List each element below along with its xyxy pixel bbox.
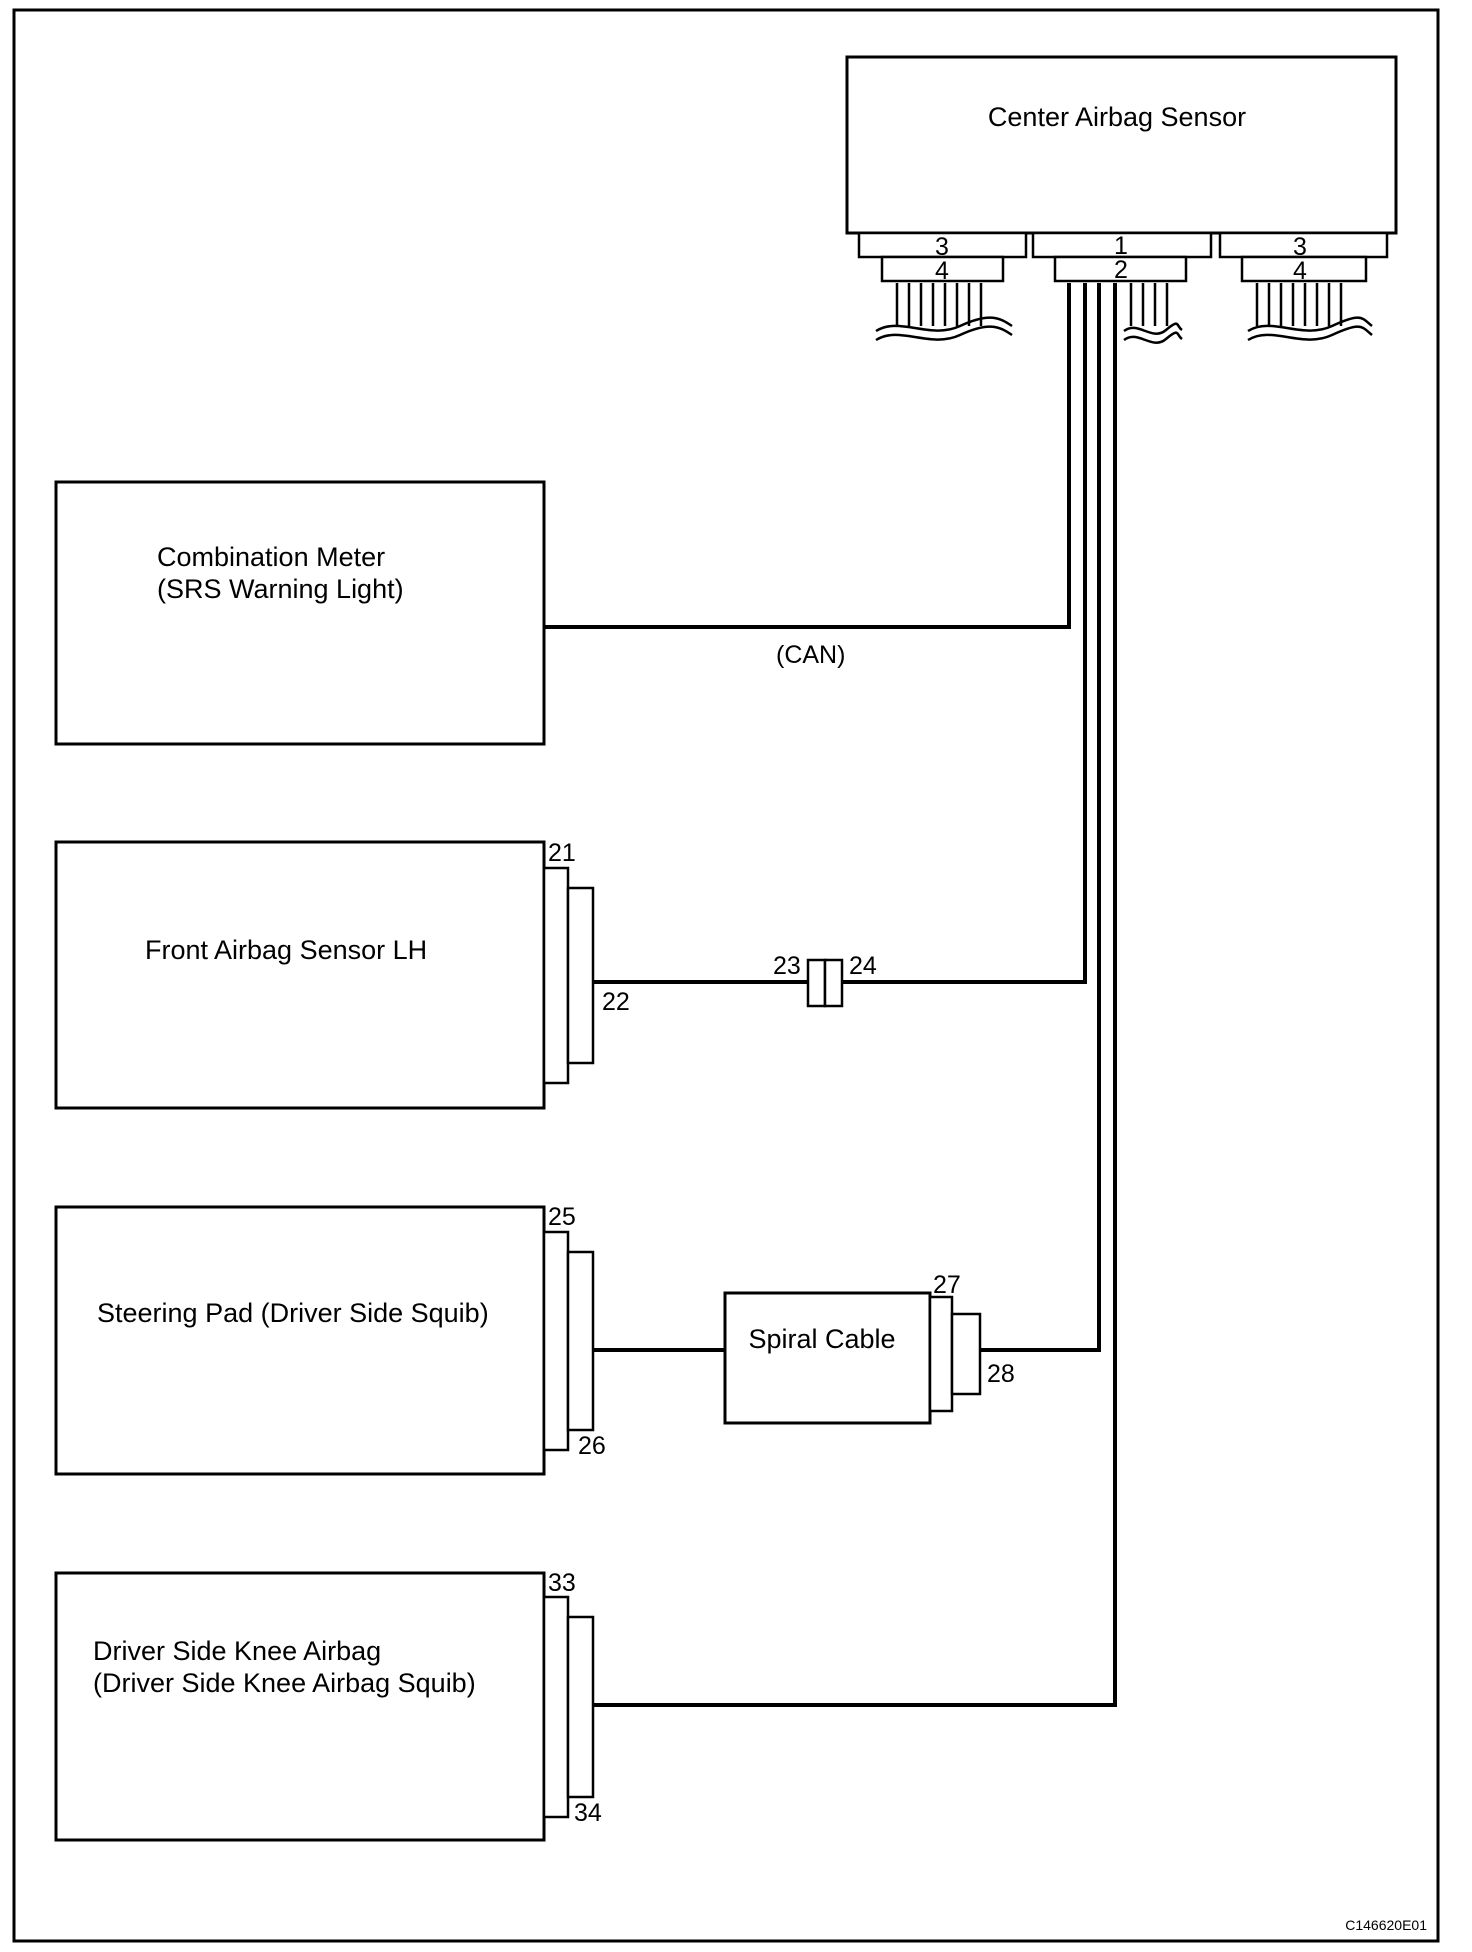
knee-pin-lower: 34: [574, 1799, 602, 1827]
center-airbag-sensor: Center Airbag Sensor 3 4 1 2 3 4: [845, 55, 1398, 344]
wiring: (CAN) 23 24: [544, 283, 1117, 1707]
front-sensor-pin-lower: 22: [602, 988, 630, 1016]
center-airbag-sensor-label: Center Airbag Sensor: [988, 102, 1246, 132]
diagram-frame: [12, 8, 1440, 1943]
center-connector-left: 3 4: [857, 231, 1028, 342]
center-right-pin-lower: 4: [1293, 257, 1307, 285]
junction-pin-left: 23: [773, 952, 801, 980]
front-airbag-sensor-box: [54, 840, 546, 1110]
center-connector-middle: 1 2: [1031, 231, 1213, 344]
wire-can: [544, 283, 1071, 629]
combination-meter-label-line1: Combination Meter: [157, 542, 385, 572]
knee-airbag-box: [54, 1571, 546, 1842]
spiral-connector-inner: [950, 1312, 982, 1396]
center-mid-pin-lower: 2: [1114, 256, 1128, 284]
steering-pad-label: Steering Pad (Driver Side Squib): [97, 1298, 489, 1328]
front-sensor-connector-outer: [542, 866, 570, 1085]
front-sensor-pin-upper: 21: [548, 839, 576, 867]
front-airbag-sensor-label: Front Airbag Sensor LH: [145, 935, 427, 965]
junction-connector: [806, 958, 844, 1008]
spiral-pin-upper: 27: [933, 1271, 961, 1299]
steering-connector-inner: [566, 1250, 595, 1432]
can-label: (CAN): [776, 641, 845, 669]
steering-pin-upper: 25: [548, 1203, 576, 1231]
center-mid-pin-upper: 1: [1114, 232, 1128, 260]
knee-pin-upper: 33: [548, 1569, 576, 1597]
figure-code: C146620E01: [1345, 1917, 1427, 1933]
spiral-cable-label: Spiral Cable: [748, 1324, 895, 1354]
combination-meter-label-line2: (SRS Warning Light): [157, 574, 404, 604]
knee-airbag-label-line2: (Driver Side Knee Airbag Squib): [93, 1668, 476, 1698]
steering-pin-lower: 26: [578, 1432, 606, 1460]
front-airbag-sensor-lh: Front Airbag Sensor LH 21 22: [54, 839, 630, 1110]
center-left-pin-lower: 4: [935, 257, 949, 285]
front-sensor-connector-inner: [566, 886, 595, 1065]
spiral-cable: Spiral Cable 27 28: [723, 1271, 1015, 1425]
wire-knee-airbag: [593, 283, 1117, 1707]
wire-spiral-cable: [980, 283, 1101, 1352]
spiral-pin-lower: 28: [987, 1360, 1015, 1388]
steering-connector-outer: [542, 1230, 570, 1452]
steering-pad: Steering Pad (Driver Side Squib) 25 26: [54, 1203, 606, 1476]
combination-meter-box: [54, 480, 546, 746]
steering-pad-box: [54, 1205, 546, 1476]
knee-connector-outer: [542, 1595, 570, 1819]
center-airbag-sensor-box: [845, 55, 1398, 235]
knee-connector-inner: [566, 1615, 595, 1799]
center-connector-right: 3 4: [1218, 231, 1389, 342]
driver-knee-airbag: Driver Side Knee Airbag (Driver Side Kne…: [54, 1569, 602, 1842]
spiral-cable-box: [723, 1291, 932, 1425]
center-right-pin-upper: 3: [1293, 233, 1307, 261]
junction-pin-right: 24: [849, 952, 877, 980]
knee-airbag-label-line1: Driver Side Knee Airbag: [93, 1636, 381, 1666]
wire-front-sensor-right: [842, 283, 1087, 984]
center-left-pin-upper: 3: [935, 233, 949, 261]
spiral-connector-outer: [928, 1295, 954, 1413]
combination-meter: Combination Meter (SRS Warning Light): [54, 480, 546, 746]
